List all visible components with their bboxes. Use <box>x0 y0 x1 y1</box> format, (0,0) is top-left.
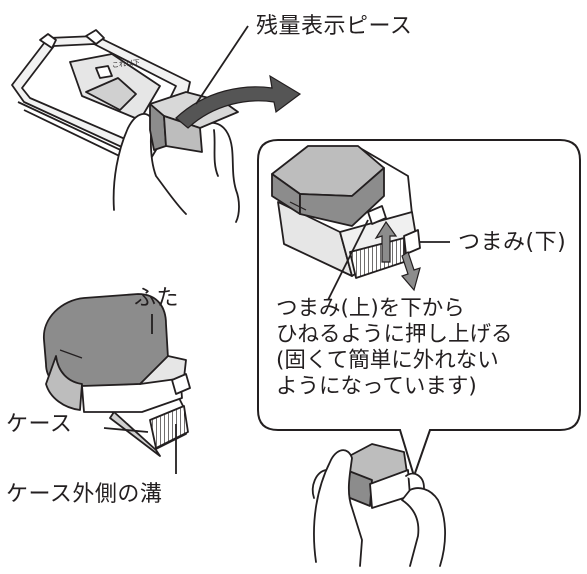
callout-line: つまみ(上)を下から <box>276 296 465 321</box>
label-knob-lower: つまみ(下) <box>458 230 567 255</box>
leader-line-case <box>103 427 149 433</box>
callout-text: つまみ(上)を下から ひねるように押し上げる (固くて簡単に外れない ようになっ… <box>276 296 513 400</box>
callout-line: (固くて簡単に外れない <box>276 348 499 373</box>
label-lid: ふた <box>134 286 180 311</box>
piece-closeup <box>271 145 421 279</box>
piece-assembly <box>43 293 191 457</box>
leader-line-remaining-piece <box>195 25 249 105</box>
hands-pushing-illustration <box>311 443 446 567</box>
callout-line: ひねるように押し上げる <box>276 322 513 347</box>
up-down-arrows-icon <box>374 220 421 292</box>
label-remaining-piece: 残量表示ピース <box>256 14 413 39</box>
label-case: ケース <box>6 412 73 437</box>
label-case-groove: ケース外側の溝 <box>6 482 163 507</box>
curved-arrow-icon <box>175 74 302 129</box>
leader-line-knob-upper <box>327 219 369 301</box>
callout-line: ようになっています) <box>276 374 477 399</box>
